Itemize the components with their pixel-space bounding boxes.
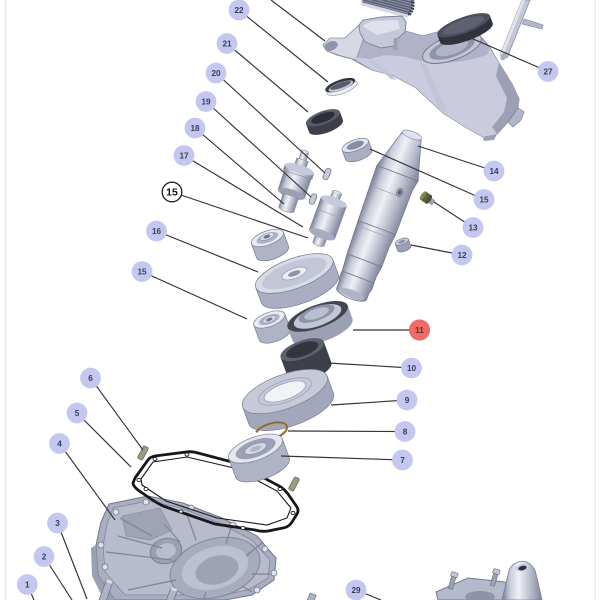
svg-text:10: 10	[407, 364, 417, 373]
svg-text:1: 1	[25, 580, 30, 589]
svg-text:6: 6	[88, 374, 93, 383]
svg-text:21: 21	[222, 39, 232, 48]
svg-text:19: 19	[201, 97, 211, 106]
svg-text:7: 7	[400, 456, 405, 465]
svg-text:17: 17	[179, 151, 189, 160]
svg-text:3: 3	[55, 519, 60, 528]
svg-text:27: 27	[543, 67, 553, 76]
svg-text:22: 22	[234, 6, 244, 15]
svg-text:29: 29	[351, 586, 361, 595]
svg-text:5: 5	[75, 409, 80, 418]
svg-text:18: 18	[190, 124, 200, 133]
svg-text:11: 11	[415, 326, 424, 335]
svg-text:12: 12	[457, 251, 467, 260]
svg-text:13: 13	[468, 223, 478, 232]
svg-text:16: 16	[152, 227, 162, 236]
svg-text:2: 2	[42, 552, 47, 561]
svg-text:8: 8	[403, 427, 408, 436]
svg-text:15: 15	[479, 195, 489, 204]
svg-text:20: 20	[211, 69, 221, 78]
svg-text:15: 15	[166, 187, 178, 199]
svg-text:4: 4	[57, 439, 62, 448]
svg-text:14: 14	[489, 167, 499, 176]
svg-text:15: 15	[137, 267, 147, 276]
svg-text:9: 9	[405, 396, 410, 405]
